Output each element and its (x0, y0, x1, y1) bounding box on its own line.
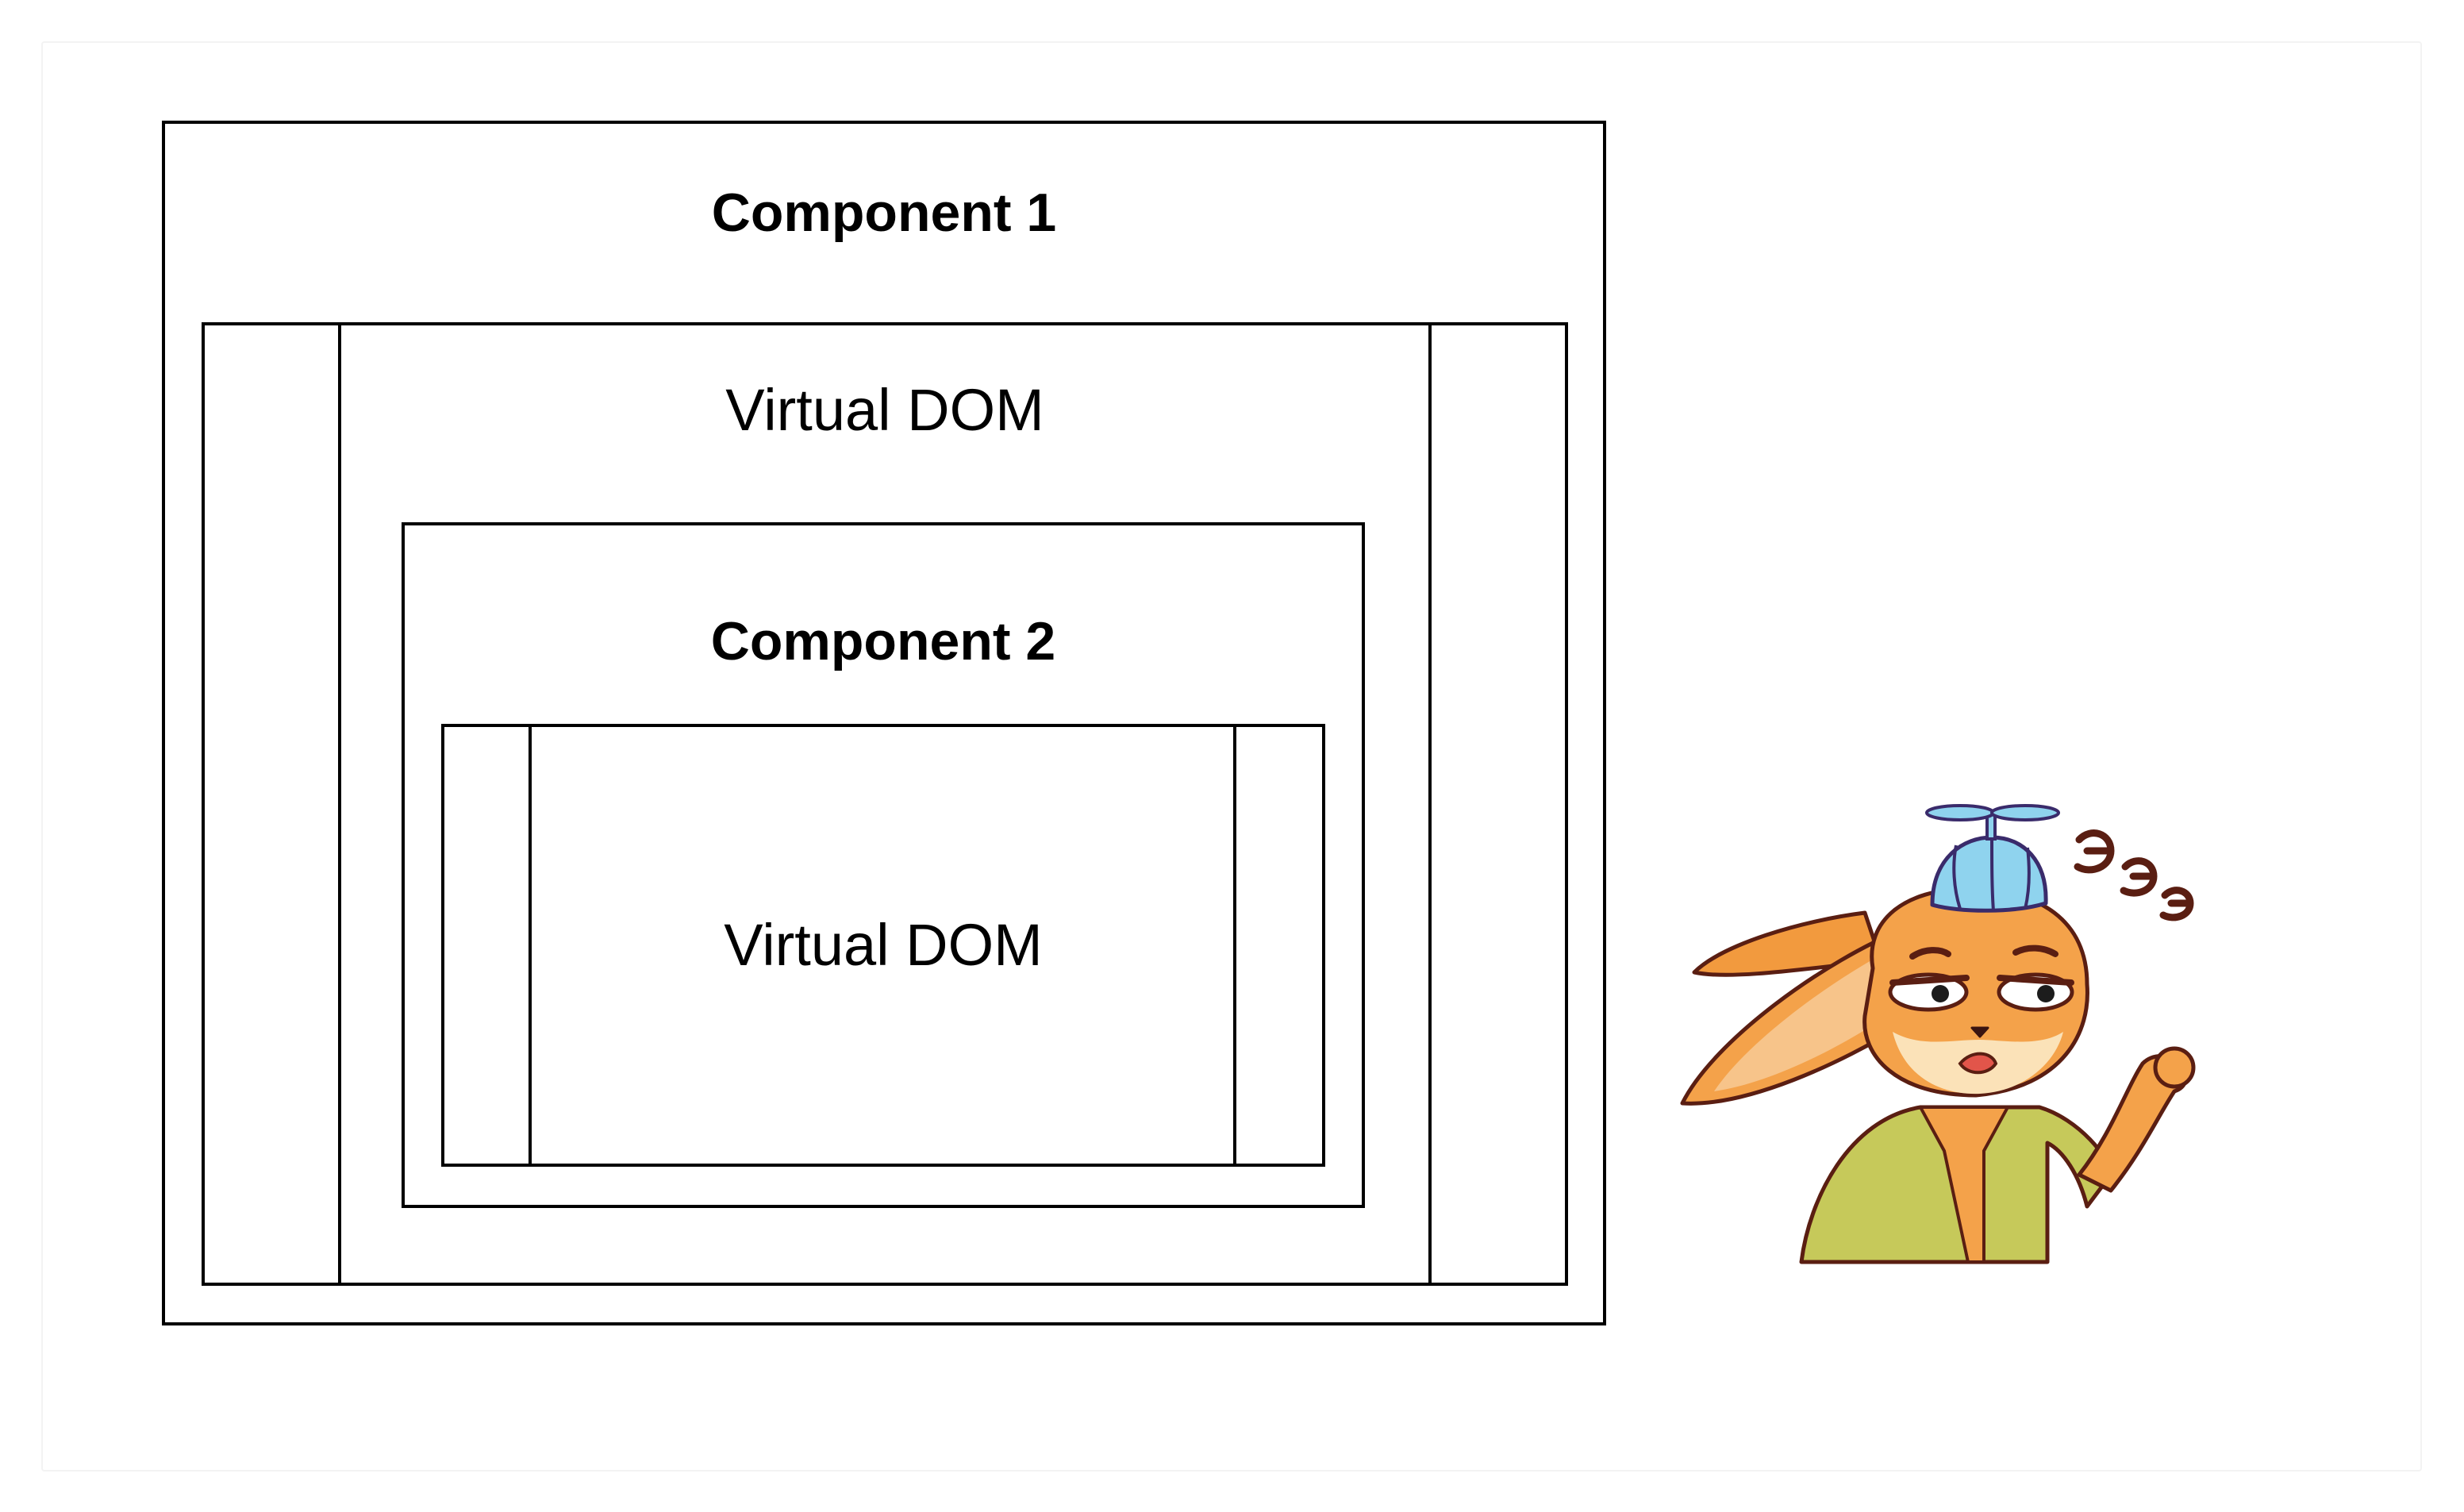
component-2-label: Component 2 (710, 611, 1056, 671)
virtual-dom-1-label: Virtual DOM (725, 377, 1044, 443)
component-2-box: Component 2 Virtual DOM (402, 522, 1365, 1208)
virtual-dom-2-box: Virtual DOM (441, 724, 1325, 1167)
component-1-box: Component 1 Virtual DOM Component 2 Virt… (162, 121, 1606, 1325)
virtual-dom-2-right-divider (1233, 727, 1236, 1164)
virtual-dom-1-right-divider (1428, 325, 1432, 1283)
component-1-label: Component 1 (711, 183, 1057, 243)
confused-bunny-with-propeller-cap-icon (1680, 804, 2196, 1264)
virtual-dom-1-box: Virtual DOM Component 2 Virtual DOM (202, 322, 1568, 1286)
virtual-dom-1-left-divider (338, 325, 341, 1283)
diagram-canvas: Component 1 Virtual DOM Component 2 Virt… (41, 41, 2422, 1472)
virtual-dom-2-label: Virtual DOM (724, 912, 1043, 978)
virtual-dom-2-left-divider (529, 727, 532, 1164)
